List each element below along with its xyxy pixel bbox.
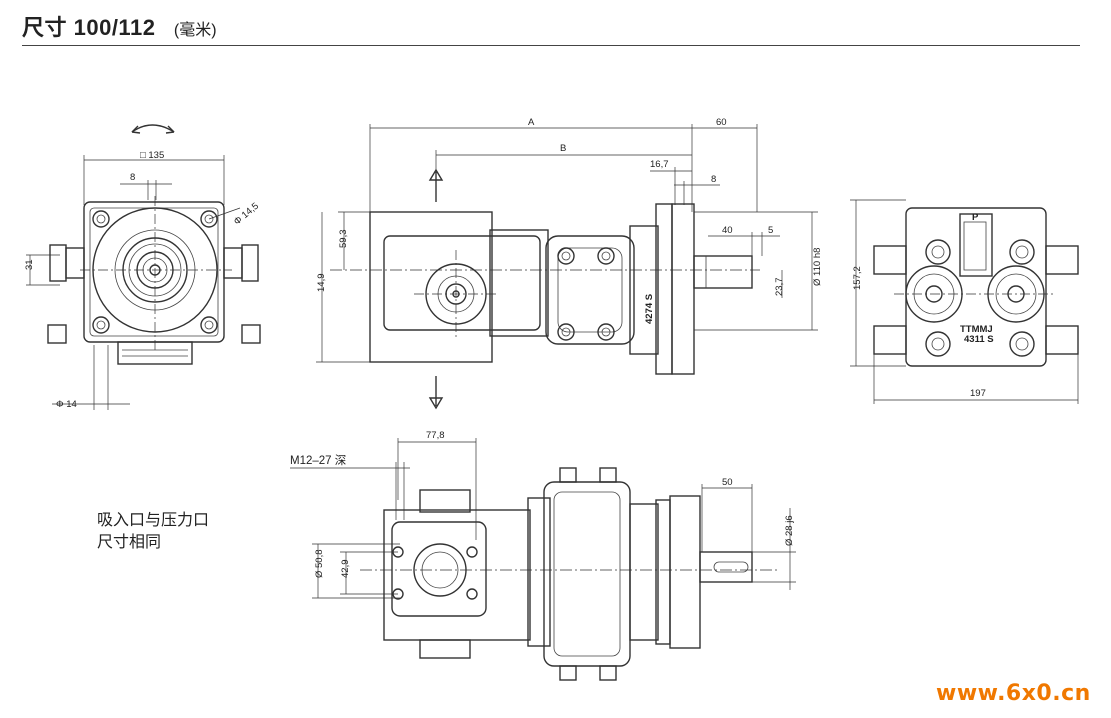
flow-arrow-up-bottom-icon — [428, 376, 444, 410]
dim-23-7: 23,7 — [774, 278, 785, 297]
rear-view: P TTMMJ 4311 S 157,2 197 — [850, 199, 1079, 404]
top-view: 77,8 M12–27 深 50 Ø — [290, 430, 796, 681]
dim-16-7: 16,7 — [650, 159, 669, 170]
rotation-arrow-icon — [131, 124, 175, 133]
port-note: 吸入口与压力口 尺寸相同 — [97, 510, 209, 554]
dim-14-9: 14,9 — [316, 274, 327, 293]
dim-A: A — [528, 117, 535, 128]
front-view: □ 135 8 Φ 14,5 — [24, 124, 261, 410]
dim-50: 50 — [722, 477, 733, 488]
dim-phi-14: Φ 14 — [56, 399, 77, 410]
thread-label: M12–27 深 — [290, 453, 346, 467]
side-view: A 60 B 16,7 8 — [316, 117, 823, 410]
model-label-3: 4311 S — [964, 334, 994, 345]
watermark: www.6x0.cn — [936, 681, 1091, 706]
dim-8-side: 8 — [711, 174, 716, 185]
dim-157-2: 157,2 — [852, 266, 863, 290]
model-label-1: 4274 S — [644, 294, 655, 324]
page-header: 尺寸 100/112 (毫米) — [22, 10, 217, 42]
model-label-2: TTMMJ — [960, 324, 993, 335]
dim-59-3: 59,3 — [338, 230, 349, 249]
dim-phi-14-5: Φ 14,5 — [232, 201, 261, 228]
port-label-p: P — [972, 212, 979, 223]
dim-77-8: 77,8 — [426, 430, 445, 441]
page-title: 尺寸 100/112 — [22, 15, 156, 40]
header-rule — [22, 45, 1080, 46]
dim-square-135: □ 135 — [140, 150, 164, 161]
port-note-line-1: 吸入口与压力口 — [97, 512, 210, 529]
dim-phi-50-8: Ø 50,8 — [314, 549, 325, 578]
dim-B: B — [560, 143, 566, 154]
dim-31: 31 — [24, 259, 35, 270]
unit-label: (毫米) — [173, 22, 217, 39]
dim-phi-28-j6: Ø 28 j6 — [784, 515, 795, 546]
dim-8-top: 8 — [130, 172, 135, 183]
dim-5: 5 — [768, 225, 773, 236]
dim-40: 40 — [722, 225, 733, 236]
dim-phi-110-h8: Ø 110 h8 — [812, 248, 823, 286]
dim-60: 60 — [716, 117, 727, 128]
flow-arrow-up-icon — [428, 168, 444, 202]
port-note-line-2: 尺寸相同 — [97, 534, 162, 551]
dim-42-9: 42,9 — [340, 560, 351, 579]
dim-197: 197 — [970, 388, 986, 399]
